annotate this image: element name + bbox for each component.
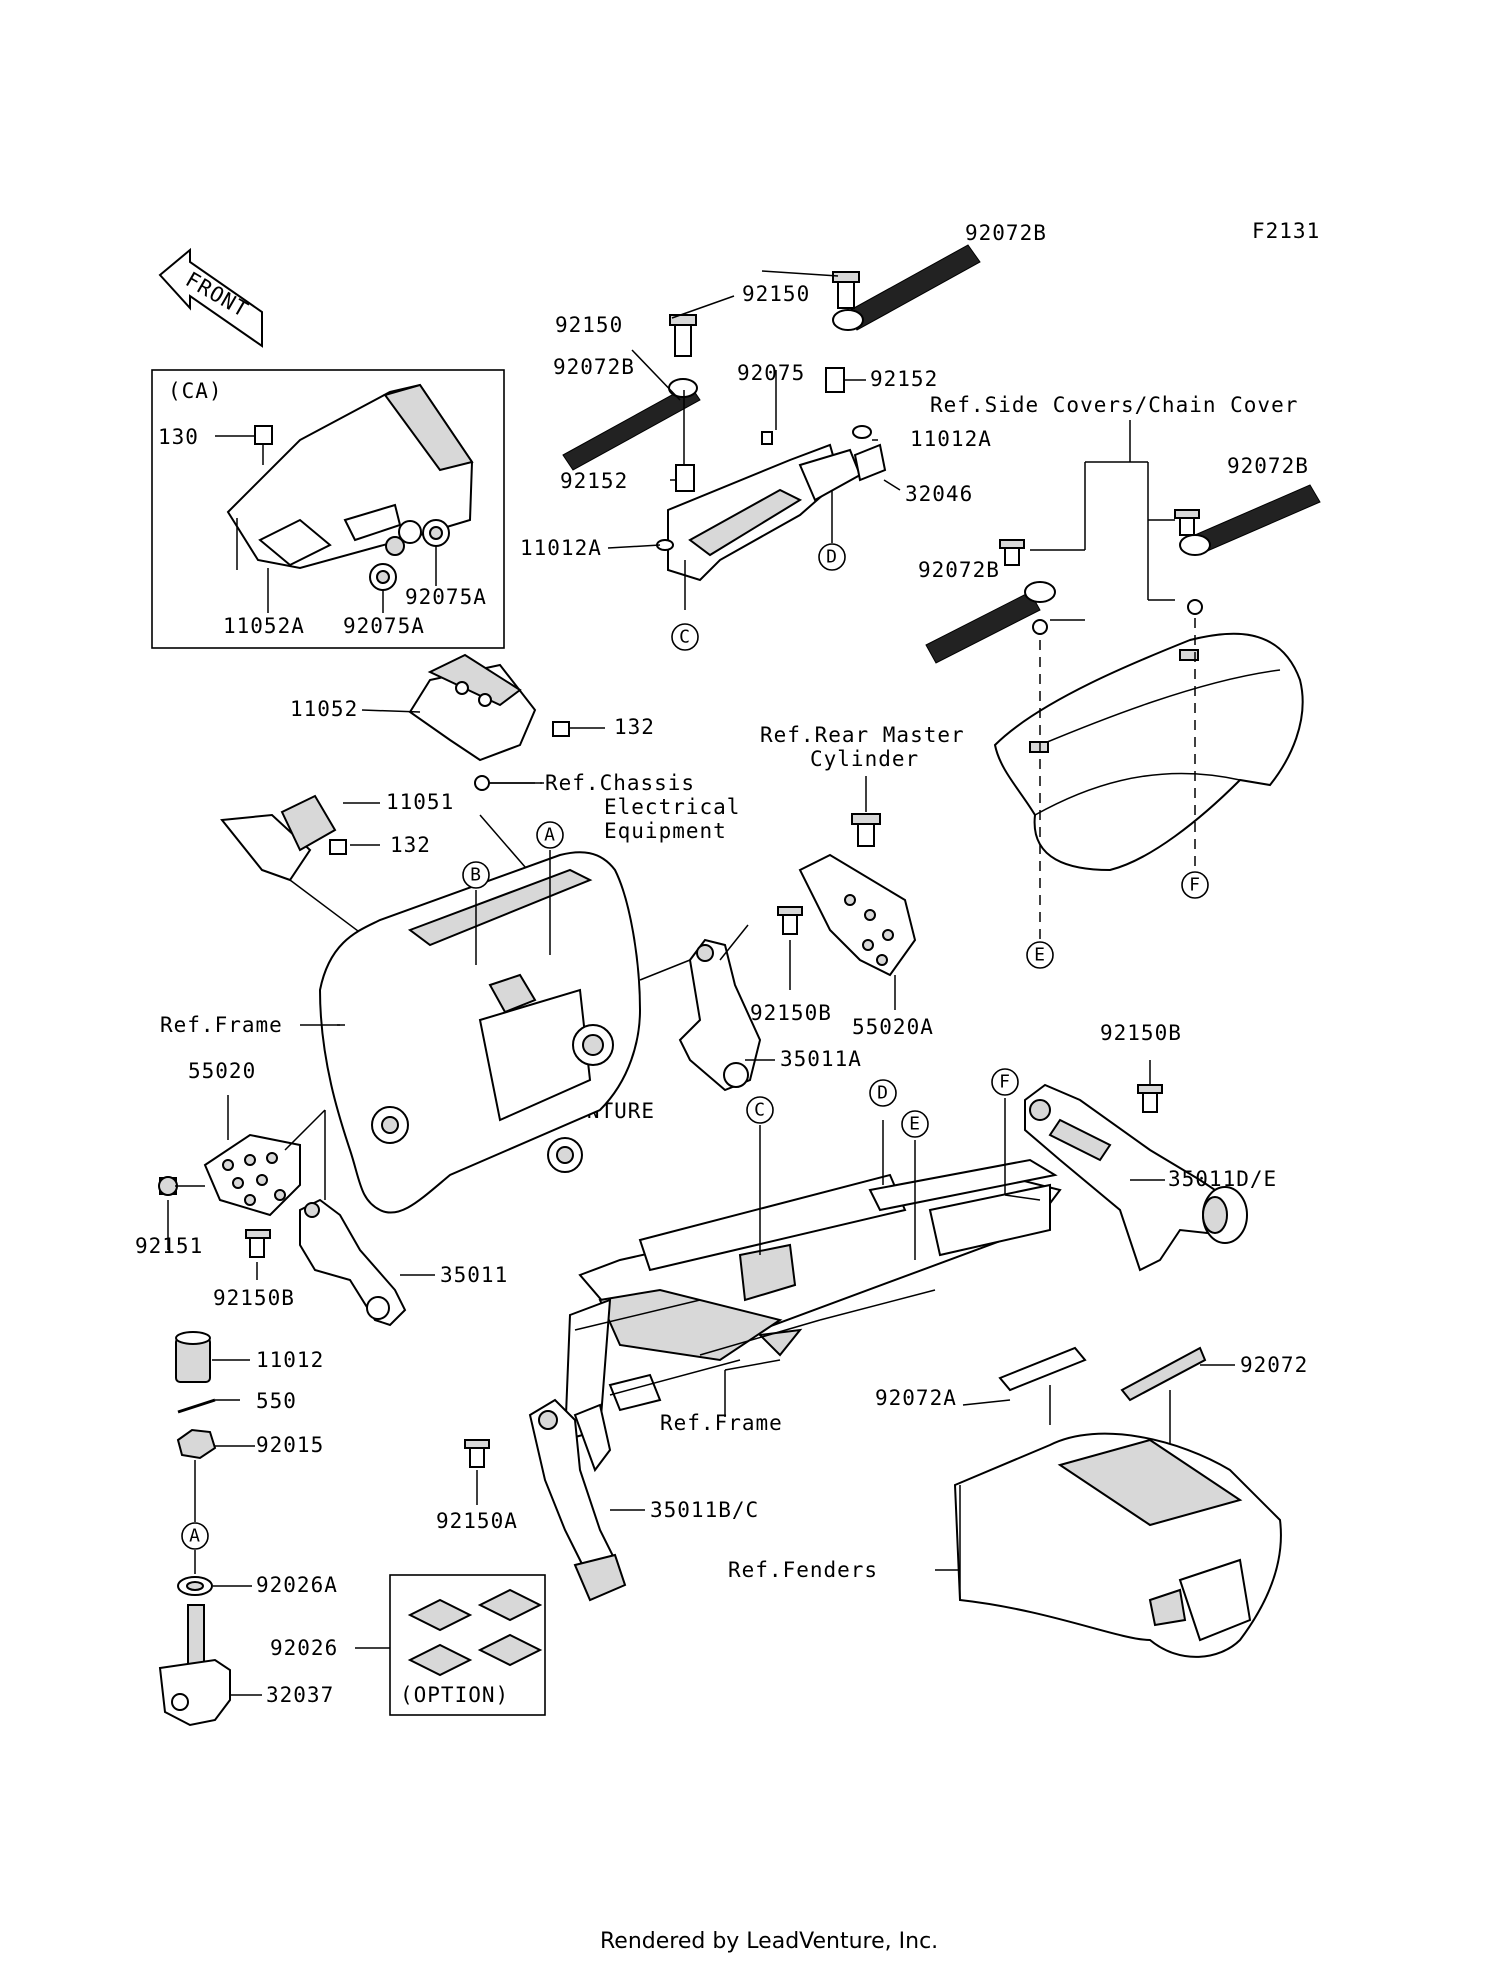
part-label-92026: 92026 <box>270 1636 338 1660</box>
part-label-92150B-left: 92150B <box>213 1286 295 1310</box>
part-label-11052: 11052 <box>290 697 358 721</box>
part-label-11012A-left: 11012A <box>520 536 602 560</box>
rear-bracket-bc: 92150A 35011B/C <box>436 1398 759 1602</box>
part-label-92072B-left: 92072B <box>553 355 635 379</box>
svg-text:D: D <box>877 1083 889 1104</box>
left-footrest-group: 55020 92151 92150B 35011 <box>135 1059 508 1327</box>
right-footrest-group: Ref.Rear Master Cylinder 92150B 55020A 3… <box>678 723 965 1092</box>
svg-text:D: D <box>826 547 838 568</box>
ref-chassis-3: Equipment <box>604 819 727 843</box>
part-label-35011DE: 35011D/E <box>1168 1167 1277 1191</box>
part-label-92015: 92015 <box>256 1433 324 1457</box>
seat-bracket-group: 92072B 92150 92150 92072B 92075 92152 11… <box>520 221 1047 651</box>
part-label-55020A: 55020A <box>852 1015 934 1039</box>
callout-c-frame: C <box>746 1096 774 1124</box>
svg-text:E: E <box>909 1114 921 1135</box>
callout-c: C <box>671 623 699 651</box>
svg-text:A: A <box>544 825 556 846</box>
part-label-11012: 11012 <box>256 1348 324 1372</box>
svg-text:B: B <box>470 865 482 886</box>
electrical-bracket-group: 11052 132 11051 132 Ref.Chassis Electric… <box>220 653 740 956</box>
rear-bracket-de: 92150B 35011D/E <box>1024 1021 1277 1272</box>
part-label-92150-top: 92150 <box>742 282 810 306</box>
part-label-132-mid: 132 <box>390 833 431 857</box>
part-label-55020: 55020 <box>188 1059 256 1083</box>
ref-frame-left: Ref.Frame <box>160 1013 283 1037</box>
part-label-11012A-right: 11012A <box>910 427 992 451</box>
svg-text:F: F <box>999 1072 1011 1093</box>
hardware-column: A 11012 550 92015 92026A 32037 <box>158 1331 338 1727</box>
callout-d: D <box>818 543 846 571</box>
part-label-11051: 11051 <box>386 790 454 814</box>
part-label-92075A-bottom: 92075A <box>343 614 425 638</box>
part-label-92150B-center: 92150B <box>750 1001 832 1025</box>
part-label-92072B-rightmost: 92072B <box>1227 454 1309 478</box>
figure-code: F2131 <box>1252 219 1320 243</box>
footer-text: Rendered by LeadVenture, Inc. <box>600 1929 938 1954</box>
part-label-92152-left: 92152 <box>560 469 628 493</box>
callout-a-stud: A <box>181 1522 209 1550</box>
part-label-92072B-top: 92072B <box>965 221 1047 245</box>
ref-frame-bottom: Ref.Frame <box>660 1411 783 1435</box>
part-label-35011A: 35011A <box>780 1047 862 1071</box>
ref-fenders: Ref.Fenders <box>728 1558 878 1582</box>
option-label: (OPTION) <box>400 1683 509 1707</box>
part-label-32046: 32046 <box>905 482 973 506</box>
part-label-11052A: 11052A <box>223 614 305 638</box>
ca-label: (CA) <box>168 379 223 403</box>
callout-f-top: F <box>1181 871 1209 899</box>
part-label-92075: 92075 <box>737 361 805 385</box>
sub-frame: C D E F Ref.Frame <box>563 1068 1062 1442</box>
ref-chassis-2: Electrical <box>604 795 740 819</box>
part-label-32037: 32037 <box>266 1683 334 1707</box>
svg-text:C: C <box>754 1100 766 1121</box>
callout-d-frame: D <box>869 1079 897 1107</box>
part-label-92150A: 92150A <box>436 1509 518 1533</box>
part-label-35011BC: 35011B/C <box>650 1498 759 1522</box>
svg-text:C: C <box>679 627 691 648</box>
main-frame: Ref.Frame B A <box>160 821 691 1214</box>
part-label-35011: 35011 <box>440 1263 508 1287</box>
svg-text:F: F <box>1189 875 1201 896</box>
part-label-92072A: 92072A <box>875 1386 957 1410</box>
svg-text:E: E <box>1034 945 1046 966</box>
part-label-92072: 92072 <box>1240 1353 1308 1377</box>
part-label-550: 550 <box>256 1389 297 1413</box>
part-label-92026A: 92026A <box>256 1573 338 1597</box>
option-shims: 92026 (OPTION) <box>270 1574 546 1716</box>
part-label-132-top: 132 <box>614 715 655 739</box>
ref-side-covers: Ref.Side Covers/Chain Cover <box>930 393 1298 417</box>
part-label-130: 130 <box>158 425 199 449</box>
callout-e-top: E <box>1026 941 1054 969</box>
ref-chassis-1: Ref.Chassis <box>545 771 695 795</box>
ref-rear-master-2: Cylinder <box>810 747 919 771</box>
part-label-92072B-mid: 92072B <box>918 558 1000 582</box>
front-arrow-icon: FRONT <box>158 247 263 348</box>
part-label-92075A-right: 92075A <box>405 585 487 609</box>
ref-rear-master-1: Ref.Rear Master <box>760 723 965 747</box>
callout-a-frame: A <box>536 821 564 849</box>
side-cover-group: Ref.Side Covers/Chain Cover 92072B 92072… <box>918 393 1321 969</box>
part-label-92152-right: 92152 <box>870 367 938 391</box>
part-label-92150-left: 92150 <box>555 313 623 337</box>
callout-b-frame: B <box>462 861 490 889</box>
part-label-92150B-right: 92150B <box>1100 1021 1182 1045</box>
part-label-92151: 92151 <box>135 1234 203 1258</box>
callout-e-frame: E <box>901 1110 929 1138</box>
svg-text:A: A <box>189 1526 201 1547</box>
rear-fender-group: 92072A 92072 Ref.Fenders <box>728 1346 1308 1658</box>
ca-inset: (CA) 130 11052A 92075A 92075A <box>151 369 505 649</box>
callout-f-frame: F <box>991 1068 1019 1096</box>
